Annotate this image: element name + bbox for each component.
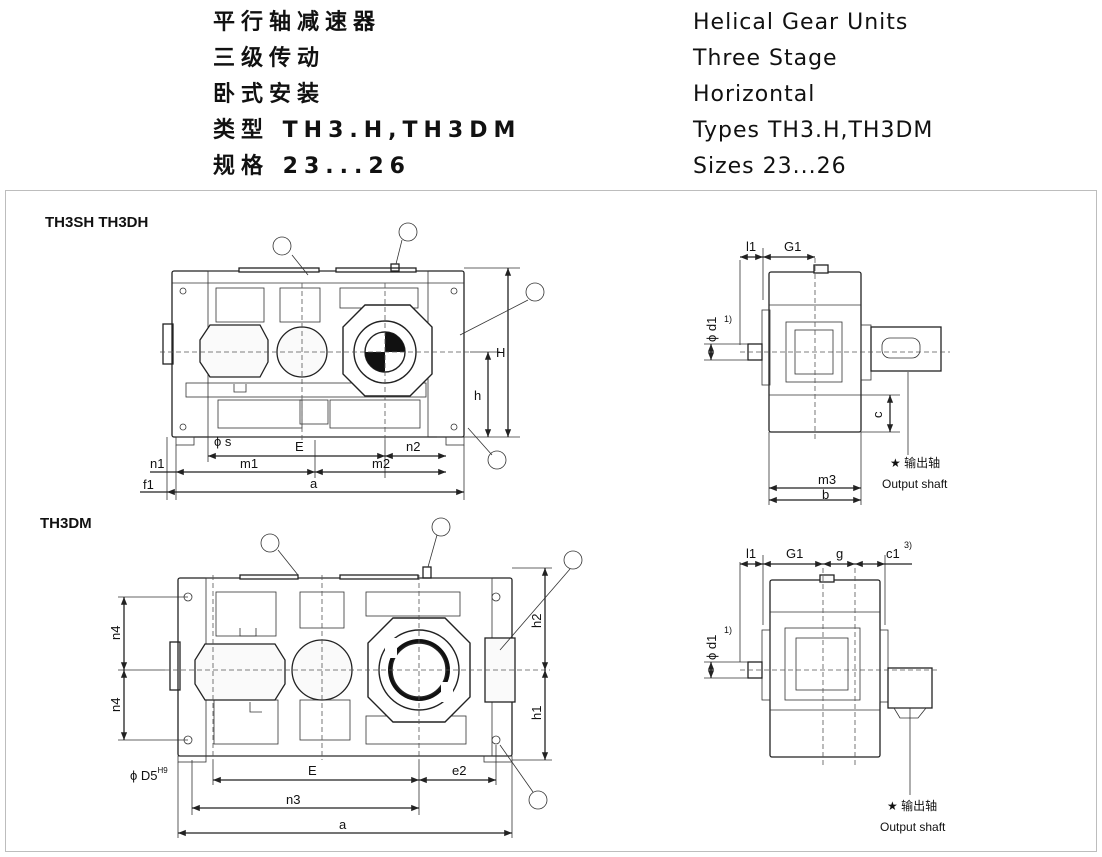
dim-n3: n3 — [286, 792, 300, 807]
side-c: c — [870, 411, 885, 418]
rotation-symbol-icon — [272, 236, 292, 256]
side-note3: 3) — [904, 540, 912, 550]
dim-h1: h1 — [529, 706, 544, 720]
header-cn-line: 三级传动 — [213, 46, 326, 71]
vent-plug-icon — [398, 222, 418, 242]
side-b: b — [822, 487, 829, 502]
header-en-line: Three Stage — [693, 46, 838, 71]
output-shaft-en: Output shaft — [882, 477, 948, 491]
output-shaft-cn: ★ 输出轴 — [890, 455, 940, 470]
dim-s: ϕ s — [214, 434, 232, 449]
bottom-front-dimensions: n4 n4 h2 h1 ϕ D5H9 E e2 n3 a — [108, 517, 583, 838]
dim-H: H — [496, 345, 505, 360]
drawing-panel — [5, 190, 1097, 852]
dim-m2: m2 — [372, 456, 390, 471]
vent-plug-icon — [431, 517, 451, 537]
side-c1: c1 — [886, 546, 900, 561]
bottom-side-view: l1 G1 g c1 3) ϕ d1 1) ★ 输出轴 Output shaft — [704, 540, 946, 834]
oil-level-icon — [525, 282, 545, 302]
header-cn-line: 卧式安装 — [213, 82, 326, 107]
bottom-section-title: TH3DM — [40, 515, 92, 532]
side-G1: G1 — [784, 239, 801, 254]
dim-h: h — [474, 388, 481, 403]
side-m3: m3 — [818, 472, 836, 487]
header-cn-line: 规格 23...26 — [213, 154, 411, 179]
dim-n4-top: n4 — [108, 626, 123, 640]
header-en-line: Types TH3.H,TH3DM — [693, 118, 934, 143]
side-d1: ϕ d1 — [704, 317, 719, 342]
dim-e2: e2 — [452, 763, 466, 778]
dim-n4-bot: n4 — [108, 698, 123, 712]
oil-drain-icon — [528, 790, 548, 810]
oil-drain-icon — [487, 450, 507, 470]
oil-level-icon — [563, 550, 583, 570]
dim-m1: m1 — [240, 456, 258, 471]
top-side-view: l1 G1 ϕ d1 1) c m3 b ★ 输出轴 Output shaft — [704, 239, 950, 505]
top-front-dimensions: H h ϕ s E n2 m1 m2 n1 a f1 — [140, 222, 545, 500]
dim-n1: n1 — [150, 456, 164, 471]
dim-n2: n2 — [406, 439, 420, 454]
output-shaft-cn-bottom: ★ 输出轴 — [887, 798, 937, 813]
dim-h2: h2 — [529, 614, 544, 628]
side-g: g — [836, 546, 843, 561]
header-english: Helical Gear Units Three Stage Horizonta… — [693, 5, 933, 185]
top-section-title: TH3SH TH3DH — [45, 214, 148, 231]
bottom-front-view — [165, 566, 550, 763]
side-G1-bottom: G1 — [786, 546, 803, 561]
dim-D5-sup: H9 — [158, 766, 169, 775]
side-l1: l1 — [746, 239, 756, 254]
header-chinese: 平行轴减速器 三级传动 卧式安装 类型 TH3.H,TH3DM 规格 23...… — [213, 5, 521, 185]
output-shaft-en-bottom: Output shaft — [880, 820, 946, 834]
side-note1: 1) — [724, 314, 732, 324]
header-en-line: Sizes 23...26 — [693, 154, 847, 179]
side-note1-bottom: 1) — [724, 625, 732, 635]
header-cn-line: 平行轴减速器 — [213, 10, 382, 35]
rotation-symbol-icon — [260, 533, 280, 553]
dim-a-bottom: a — [339, 817, 347, 832]
header-en-line: Helical Gear Units — [693, 10, 909, 35]
dim-D5: ϕ D5H9 — [130, 766, 168, 783]
header-cn-line: 类型 TH3.H,TH3DM — [213, 118, 522, 143]
dim-f1: f1 — [143, 477, 154, 492]
dim-a: a — [310, 476, 318, 491]
dim-D5-main: ϕ D5 — [130, 768, 158, 783]
side-l1-bottom: l1 — [746, 546, 756, 561]
top-front-view — [160, 263, 470, 446]
dim-E-bottom: E — [308, 763, 317, 778]
header-en-line: Horizontal — [693, 82, 816, 107]
dim-E: E — [295, 439, 304, 454]
side-d1-bottom: ϕ d1 — [704, 635, 719, 660]
